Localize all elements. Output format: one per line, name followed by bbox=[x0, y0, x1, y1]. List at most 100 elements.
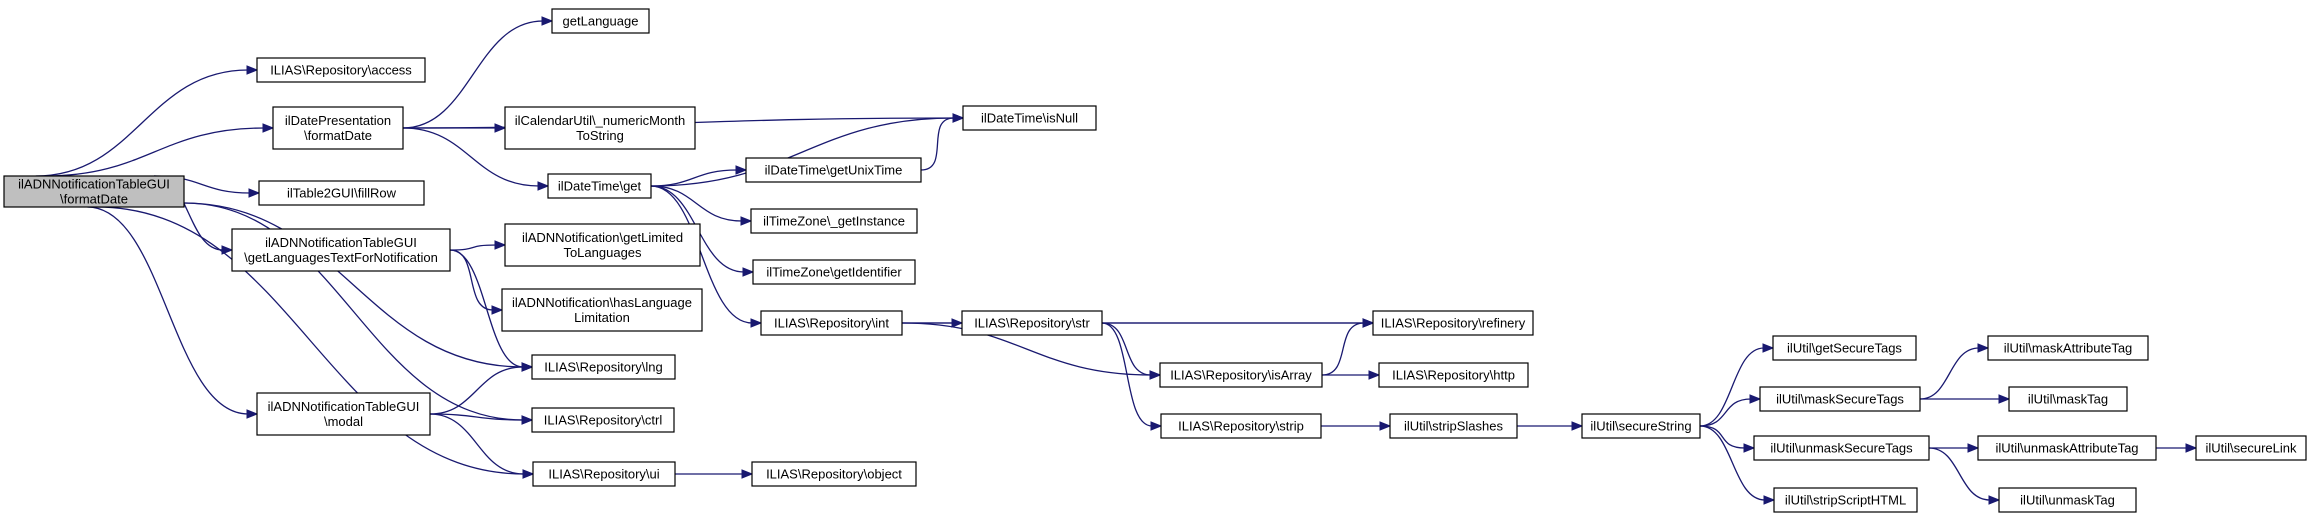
node-stripScriptHTML[interactable]: ilUtil\stripScriptHTML bbox=[1773, 487, 1918, 513]
node-root[interactable]: ilADNNotificationTableGUI\formatDate bbox=[3, 175, 185, 208]
edge-arrowhead bbox=[1362, 318, 1375, 328]
edge-arrowhead bbox=[221, 245, 234, 255]
node-label: \getLanguagesTextForNotification bbox=[244, 250, 438, 265]
node-http[interactable]: ILIAS\Repository\http bbox=[1378, 362, 1529, 388]
edge-line bbox=[1101, 322, 1153, 427]
node-label: ilTable2GUI\fillRow bbox=[287, 186, 397, 201]
node-getSecureTags[interactable]: ilUtil\getSecureTags bbox=[1772, 335, 1917, 361]
node-box bbox=[504, 223, 701, 267]
edge-repoStr-to-strip bbox=[1101, 322, 1163, 431]
node-box bbox=[2195, 435, 2307, 461]
edge-arrowhead bbox=[248, 188, 261, 198]
node-label: ilUtil\stripSlashes bbox=[1404, 419, 1503, 434]
node-box bbox=[1773, 487, 1918, 513]
node-box bbox=[1977, 435, 2157, 461]
node-box bbox=[961, 310, 1103, 336]
node-label: ilTimeZone\_getInstance bbox=[763, 214, 905, 229]
node-box bbox=[551, 8, 650, 34]
node-isNull[interactable]: ilDateTime\isNull bbox=[962, 105, 1097, 131]
edge-line bbox=[183, 202, 524, 368]
node-maskSecureTags[interactable]: ilUtil\maskSecureTags bbox=[1759, 386, 1921, 412]
node-unmaskAttributeTag[interactable]: ilUtil\unmaskAttributeTag bbox=[1977, 435, 2157, 461]
nodes-layer: ilADNNotificationTableGUI\formatDateILIA… bbox=[3, 8, 2307, 513]
node-stripSlashes[interactable]: ilUtil\stripSlashes bbox=[1389, 413, 1518, 439]
node-label: ILIAS\Repository\refinery bbox=[1381, 316, 1526, 331]
node-label: \formatDate bbox=[60, 192, 128, 207]
node-ctrl[interactable]: ILIAS\Repository\ctrl bbox=[531, 407, 675, 433]
edge-maskSecureTags-to-maskTag bbox=[1919, 394, 2011, 404]
edge-line bbox=[1699, 425, 1746, 449]
edge-presentFormat-to-numericMonth bbox=[402, 123, 507, 133]
node-unmaskSecureTags[interactable]: ilUtil\unmaskSecureTags bbox=[1753, 435, 1930, 461]
node-box bbox=[231, 228, 451, 272]
edge-arrowhead bbox=[522, 469, 535, 479]
edge-arrowhead bbox=[494, 123, 507, 133]
node-dtGet[interactable]: ilDateTime\get bbox=[547, 173, 652, 199]
node-label: ilADNNotification\hasLanguage bbox=[512, 295, 692, 310]
node-secureString[interactable]: ilUtil\secureString bbox=[1581, 413, 1701, 439]
edge-arrowhead bbox=[1743, 443, 1756, 453]
edge-secureString-to-getSecureTags bbox=[1699, 343, 1775, 427]
node-label: ilADNNotificationTableGUI bbox=[268, 399, 420, 414]
edge-arrowhead bbox=[741, 469, 754, 479]
edge-arrowhead bbox=[541, 16, 554, 26]
edge-presentFormat-to-dtGet bbox=[402, 127, 550, 191]
edge-arrowhead bbox=[246, 409, 259, 419]
edge-repoStr-to-isArray bbox=[1101, 322, 1162, 380]
node-label: \modal bbox=[324, 414, 363, 429]
node-label: ilADNNotificationTableGUI bbox=[18, 177, 170, 192]
node-box bbox=[504, 106, 696, 150]
node-tzInstance[interactable]: ilTimeZone\_getInstance bbox=[750, 208, 918, 234]
edges-layer bbox=[35, 16, 2198, 505]
node-getLanguage[interactable]: getLanguage bbox=[551, 8, 650, 34]
edge-stripSlashes-to-secureString bbox=[1517, 421, 1584, 431]
node-secureLink[interactable]: ilUtil\secureLink bbox=[2195, 435, 2307, 461]
node-strip[interactable]: ILIAS\Repository\strip bbox=[1160, 413, 1322, 439]
node-box bbox=[3, 175, 185, 208]
node-maskAttributeTag[interactable]: ilUtil\maskAttributeTag bbox=[1987, 335, 2149, 361]
node-modal[interactable]: ilADNNotificationTableGUI\modal bbox=[256, 392, 431, 436]
node-repoObject[interactable]: ILIAS\Repository\object bbox=[751, 461, 917, 487]
node-label: ilTimeZone\getIdentifier bbox=[766, 265, 902, 280]
node-fillRow[interactable]: ilTable2GUI\fillRow bbox=[258, 180, 425, 206]
edge-unmaskSecureTags-to-unmaskTag bbox=[1928, 447, 2001, 505]
edge-getLangText-to-hasLangLimit bbox=[449, 249, 504, 315]
node-presentFormat[interactable]: ilDatePresentation\formatDate bbox=[272, 106, 404, 150]
node-label: ToLanguages bbox=[563, 245, 642, 260]
node-box bbox=[531, 354, 676, 380]
node-getLangText[interactable]: ilADNNotificationTableGUI\getLanguagesTe… bbox=[231, 228, 451, 272]
edge-arrowhead bbox=[1368, 370, 1381, 380]
node-isArray[interactable]: ILIAS\Repository\isArray bbox=[1159, 362, 1323, 388]
edge-arrowhead bbox=[1763, 495, 1776, 505]
node-lng[interactable]: ILIAS\Repository\lng bbox=[531, 354, 676, 380]
edge-line bbox=[1699, 347, 1765, 427]
edge-isArray-to-refinery bbox=[1321, 318, 1375, 376]
node-ui[interactable]: ILIAS\Repository\ui bbox=[532, 461, 676, 487]
node-repoInt[interactable]: ILIAS\Repository\int bbox=[760, 310, 903, 336]
node-getUnixTime[interactable]: ilDateTime\getUnixTime bbox=[745, 157, 922, 183]
node-box bbox=[1389, 413, 1518, 439]
node-access[interactable]: ILIAS\Repository\access bbox=[256, 57, 426, 83]
edge-arrowhead bbox=[1977, 343, 1990, 353]
node-maskTag[interactable]: ilUtil\maskTag bbox=[2008, 386, 2128, 412]
node-label: ILIAS\Repository\ctrl bbox=[544, 413, 663, 428]
node-unmaskTag[interactable]: ilUtil\unmaskTag bbox=[1998, 487, 2137, 513]
edge-line bbox=[402, 20, 544, 129]
node-label: ILIAS\Repository\str bbox=[974, 316, 1090, 331]
node-repoStr[interactable]: ILIAS\Repository\str bbox=[961, 310, 1103, 336]
node-refinery[interactable]: ILIAS\Repository\refinery bbox=[1372, 310, 1534, 336]
edge-secureString-to-maskSecureTags bbox=[1699, 394, 1762, 427]
node-tzIdentifier[interactable]: ilTimeZone\getIdentifier bbox=[752, 259, 916, 285]
edge-isArray-to-http bbox=[1322, 370, 1381, 380]
edge-line bbox=[650, 185, 743, 222]
edge-ui-to-repoObject bbox=[675, 469, 754, 479]
edge-arrowhead bbox=[537, 181, 550, 191]
edge-line bbox=[901, 322, 1152, 376]
node-label: ilUtil\secureString bbox=[1590, 419, 1691, 434]
edge-unmaskAttributeTag-to-secureLink bbox=[2156, 443, 2198, 453]
node-label: ILIAS\Repository\ui bbox=[548, 467, 659, 482]
